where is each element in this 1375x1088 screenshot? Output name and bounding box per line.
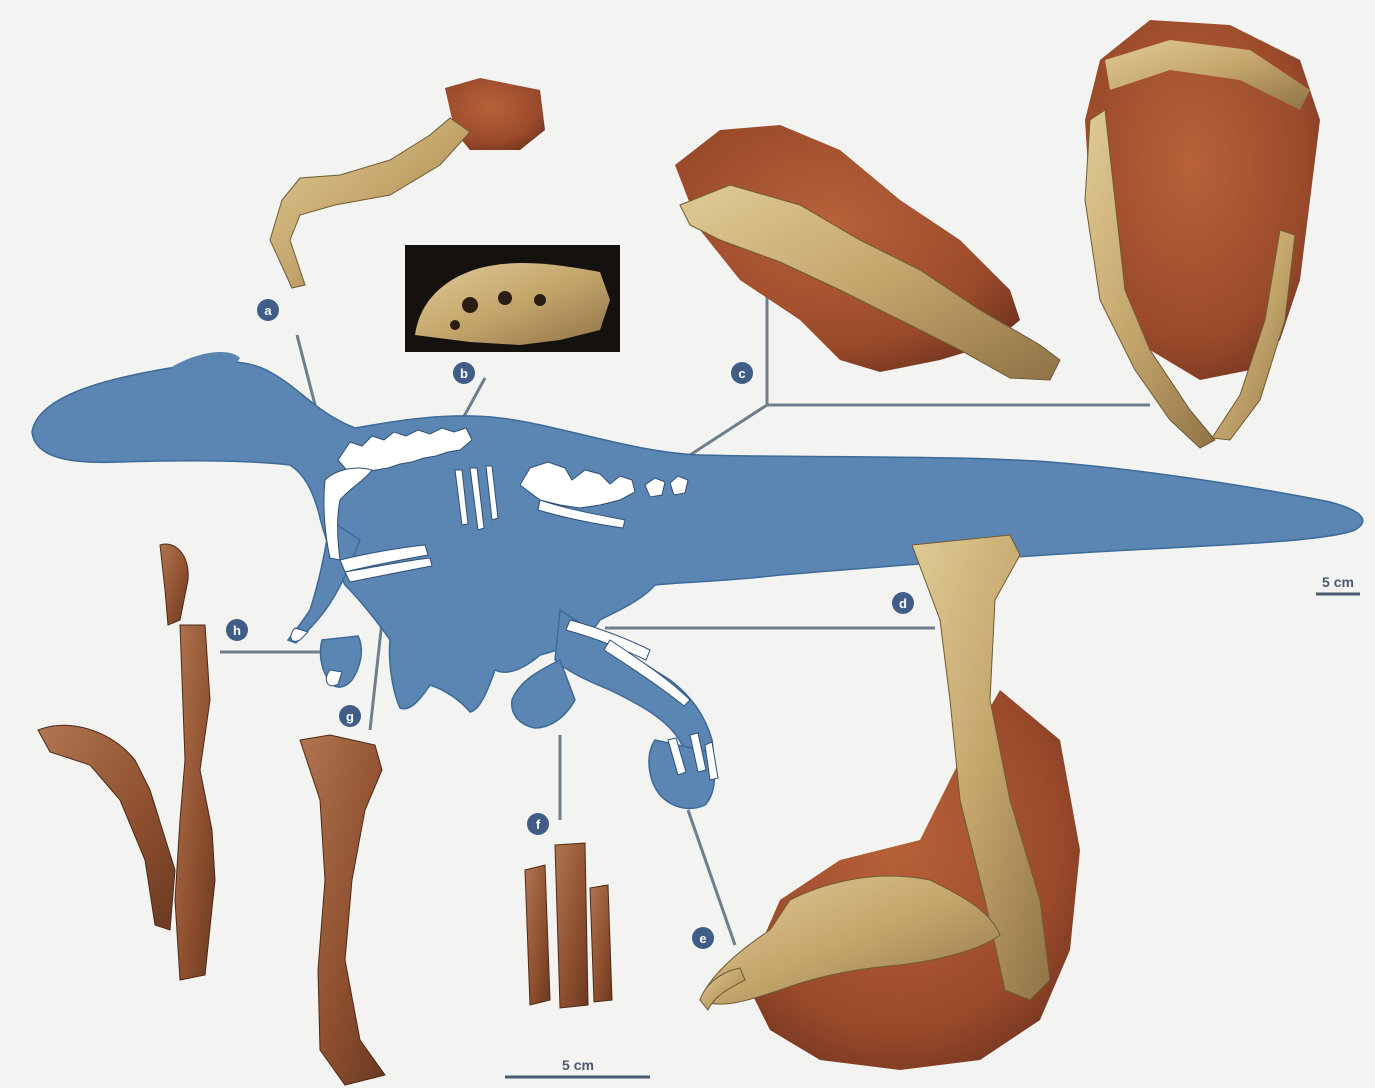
svg-text:5 cm: 5 cm — [562, 1057, 594, 1073]
label-f: f — [527, 813, 549, 835]
label-e: e — [692, 927, 714, 949]
dorsal-ribs — [455, 466, 498, 530]
fossil-h-digit — [175, 625, 215, 980]
fossil-d-e — [700, 535, 1080, 1070]
label-g: g — [339, 705, 361, 727]
fossil-f-bone-3 — [590, 885, 612, 1002]
fossil-f-bone-2 — [555, 843, 588, 1008]
fossil-h-digit-claw — [160, 544, 188, 625]
fossil-b — [405, 245, 620, 352]
silhouette-body — [32, 362, 1363, 712]
svg-text:c: c — [738, 366, 745, 381]
fossil-g — [300, 735, 385, 1085]
svg-text:h: h — [233, 623, 241, 638]
fossil-b-fenestra-2 — [498, 291, 512, 305]
label-c: c — [731, 362, 753, 384]
svg-text:5 cm: 5 cm — [1322, 574, 1354, 590]
silhouette-shin — [512, 660, 575, 728]
leader-e — [688, 810, 735, 945]
fossil-b-fenestra-3 — [534, 294, 546, 306]
label-d: d — [892, 592, 914, 614]
fossil-c — [675, 125, 1060, 380]
leader-b — [462, 378, 485, 420]
fossil-g-bone — [300, 735, 385, 1085]
svg-text:f: f — [536, 817, 541, 832]
fossil-f — [525, 843, 612, 1008]
svg-text:e: e — [699, 931, 706, 946]
fossil-b-fenestra-4 — [450, 320, 460, 330]
silhouette-foot — [649, 740, 715, 808]
leader-c — [690, 295, 767, 455]
label-a: a — [257, 299, 279, 321]
fossil-pelvis-block — [1085, 20, 1320, 448]
svg-text:g: g — [346, 709, 354, 724]
label-h: h — [226, 619, 248, 641]
fossil-h — [38, 544, 215, 980]
fossil-b-fenestra-1 — [462, 297, 478, 313]
scale-bar-fossils: 5 cm — [505, 1057, 650, 1077]
svg-text:a: a — [264, 303, 272, 318]
svg-text:d: d — [899, 596, 907, 611]
fossil-f-bone-1 — [525, 865, 550, 1005]
label-b: b — [453, 362, 475, 384]
fossil-h-digit-2 — [38, 725, 175, 930]
svg-text:b: b — [460, 366, 468, 381]
scale-bar-silhouette: 5 cm — [1316, 574, 1360, 594]
